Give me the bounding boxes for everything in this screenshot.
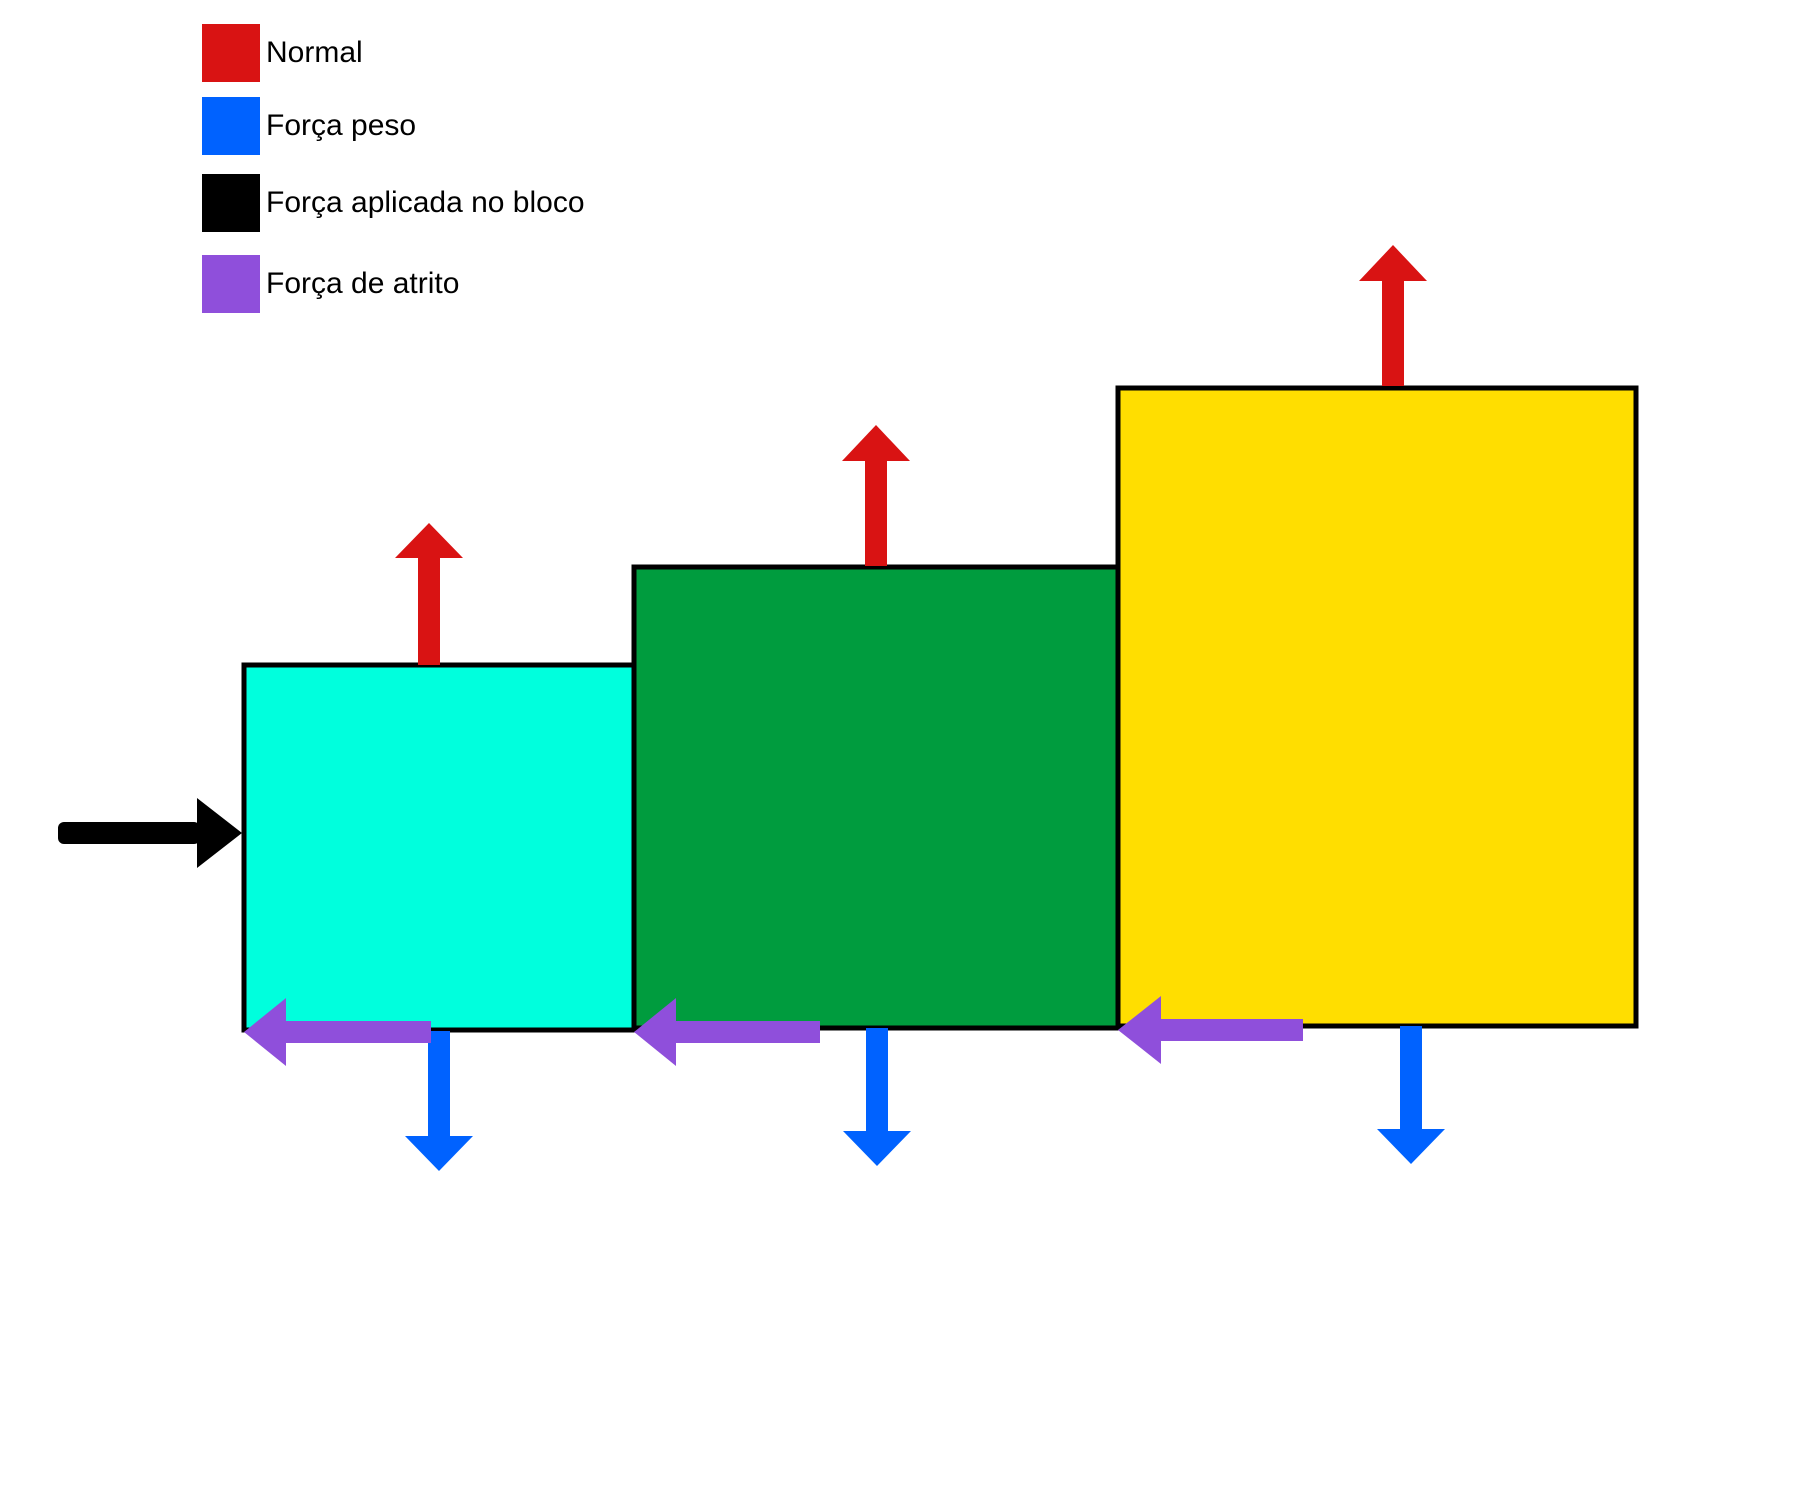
peso-arrow-medium <box>843 1028 911 1166</box>
peso-arrow-large <box>1377 1026 1445 1164</box>
legend-item-forca-aplicada: Força aplicada no bloco <box>202 174 802 234</box>
legend-swatch-forca-peso <box>202 97 260 155</box>
legend-label-forca-aplicada: Força aplicada no bloco <box>266 186 585 219</box>
legend-swatch-forca-atrito <box>202 255 260 313</box>
legend-label-normal: Normal <box>266 36 363 69</box>
block-large <box>1115 385 1639 1029</box>
normal-arrow-large <box>1359 245 1427 386</box>
atrito-arrow-medium <box>634 998 820 1066</box>
legend-item-normal: Normal <box>202 24 802 84</box>
peso-arrow-small <box>405 1031 473 1171</box>
legend-swatch-forca-aplicada <box>202 174 260 232</box>
block-medium <box>631 564 1121 1031</box>
legend-label-forca-peso: Força peso <box>266 109 417 142</box>
legend-label-forca-atrito: Força de atrito <box>266 267 460 300</box>
legend-swatch-normal <box>202 24 260 82</box>
aplicada-arrow <box>58 798 242 868</box>
legend-item-forca-peso: Força peso <box>202 97 802 157</box>
block-small <box>241 662 637 1033</box>
normal-arrow-medium <box>842 425 910 566</box>
atrito-arrow-small <box>244 998 431 1066</box>
normal-arrow-small <box>395 523 463 665</box>
atrito-arrow-large <box>1118 996 1303 1064</box>
legend-item-forca-atrito: Força de atrito <box>202 255 802 315</box>
